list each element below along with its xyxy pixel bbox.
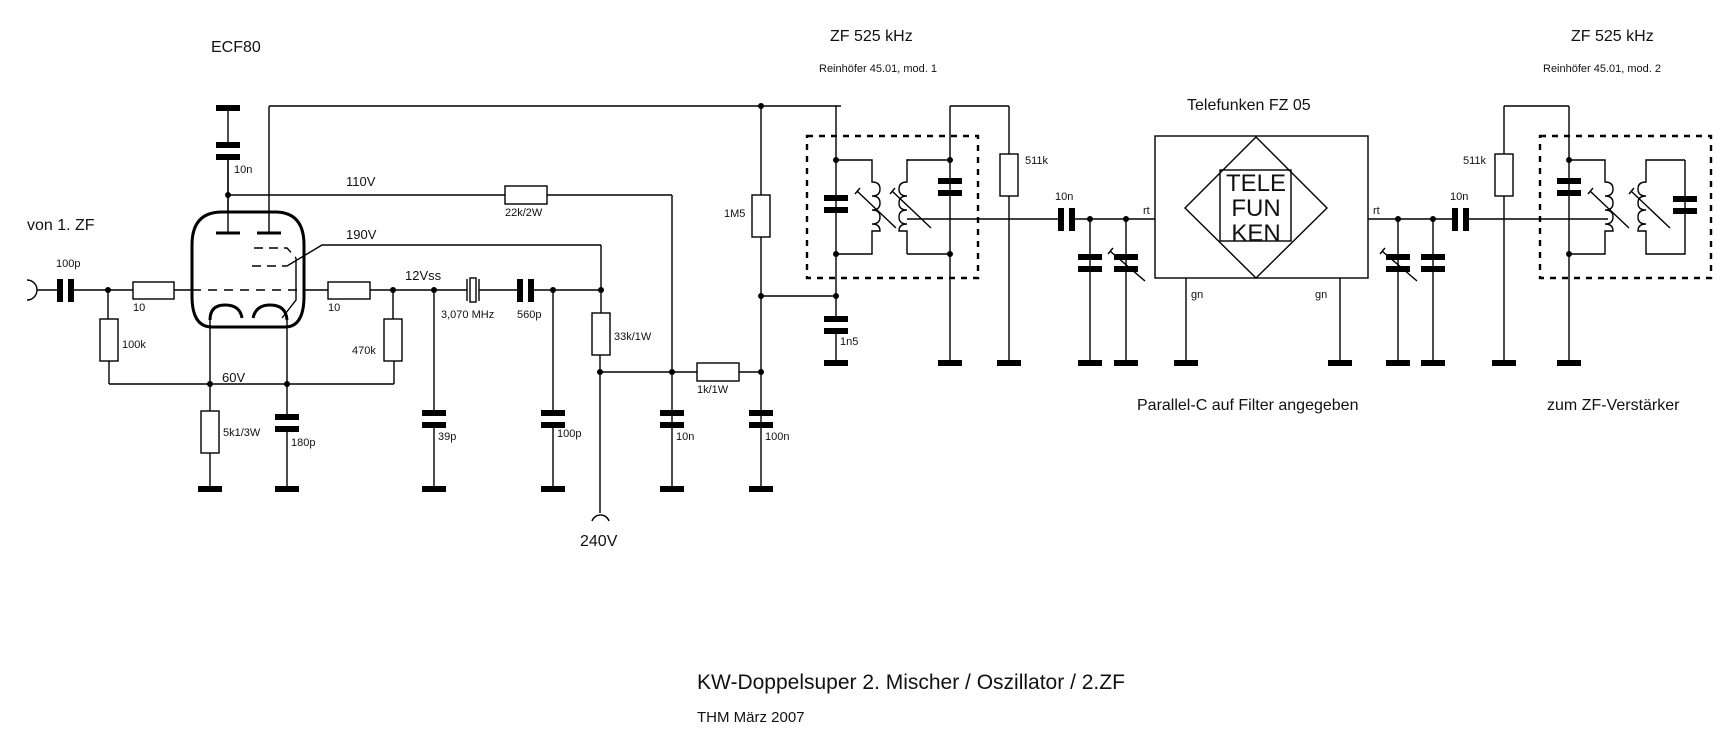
if1-title: ZF 525 kHz xyxy=(830,28,913,45)
filter-title: Telefunken FZ 05 xyxy=(1187,97,1311,114)
resistor-470k xyxy=(383,318,403,362)
ground-icon xyxy=(1421,360,1445,366)
resistor-33k xyxy=(591,312,611,356)
label-r-5k1: 5k1/3W xyxy=(223,427,261,439)
capacitor-plate xyxy=(57,279,63,302)
ground-icon xyxy=(824,360,848,366)
ground-icon xyxy=(1492,360,1516,366)
label-r-22k: 22k/2W xyxy=(505,207,543,219)
ground-icon xyxy=(198,486,222,492)
telefunken-logo-diamond xyxy=(1184,136,1328,279)
coil-icon xyxy=(836,159,881,255)
label-pin-in: rt xyxy=(1143,205,1150,217)
if2-title: ZF 525 kHz xyxy=(1571,28,1654,45)
label-pin-out: rt xyxy=(1373,205,1380,217)
input-label: von 1. ZF xyxy=(27,217,95,234)
label-c-couple-2: 10n xyxy=(1450,191,1469,203)
logo-line-3: KEN xyxy=(1231,220,1281,247)
label-r-grid: 10 xyxy=(133,302,146,314)
label-r-1k: 1k/1W xyxy=(697,384,729,396)
tube-envelope xyxy=(190,210,306,329)
label-c-100n: 100n xyxy=(765,431,790,443)
ground-icon xyxy=(1174,360,1198,366)
coil-icon xyxy=(1637,159,1686,255)
resistor-grid xyxy=(132,281,175,300)
ground-icon xyxy=(1078,360,1102,366)
resistor-100k xyxy=(99,318,119,362)
resistor-1m5 xyxy=(751,194,771,238)
voltage-190v: 190V xyxy=(346,227,377,242)
resistor-511k-1 xyxy=(999,153,1019,197)
label-gnd-left: gn xyxy=(1191,289,1204,301)
ground-icon xyxy=(1114,360,1138,366)
label-c-couple-1: 10n xyxy=(1055,191,1074,203)
label-c-180p: 180p xyxy=(291,437,316,449)
if2-subtitle: Reinhöfer 45.01, mod. 2 xyxy=(1543,63,1662,75)
logo-line-1: TELE xyxy=(1225,170,1287,197)
if1-subtitle: Reinhöfer 45.01, mod. 1 xyxy=(819,63,938,75)
resistor-511k-2 xyxy=(1494,153,1514,197)
ground-icon xyxy=(660,486,684,492)
label-r-511k-2: 511k xyxy=(1463,155,1487,167)
label-r-osc-grid: 10 xyxy=(328,302,341,314)
label-c-560p: 560p xyxy=(517,309,542,321)
output-note: zum ZF-Verstärker xyxy=(1547,397,1680,414)
label-r-33k: 33k/1W xyxy=(614,331,652,343)
coil-icon xyxy=(898,159,909,254)
label-r-470k: 470k xyxy=(352,345,376,357)
ground-icon xyxy=(275,486,299,492)
ground-icon xyxy=(216,105,240,111)
label-r-511k-1: 511k xyxy=(1025,155,1049,167)
ground-icon xyxy=(997,360,1021,366)
capacitor-plate xyxy=(68,279,74,302)
ground-icon xyxy=(938,360,962,366)
crystal-icon xyxy=(469,277,477,303)
label-r-100k: 100k xyxy=(122,339,146,351)
ground-icon xyxy=(541,486,565,492)
input-terminal-icon xyxy=(26,279,38,301)
ground-icon xyxy=(1557,360,1581,366)
label-gnd-right: gn xyxy=(1315,289,1328,301)
if-can-1 xyxy=(805,134,980,280)
ground-icon xyxy=(1386,360,1410,366)
drawing-title: KW-Doppelsuper 2. Mischer / Oszillator /… xyxy=(697,671,1125,694)
voltage-12vss: 12Vss xyxy=(405,268,442,283)
label-c-100p: 100p xyxy=(557,428,582,440)
coil-icon xyxy=(1569,159,1614,255)
if-can-2 xyxy=(1538,134,1713,280)
logo-line-2: FUN xyxy=(1231,195,1281,222)
ground-icon xyxy=(422,486,446,492)
ground-icon xyxy=(1328,360,1352,366)
label-c-1n5: 1n5 xyxy=(840,336,859,348)
voltage-60v: 60V xyxy=(222,370,246,385)
label-c-top: 10n xyxy=(234,164,253,176)
telefunken-logo-text: TELE FUN KEN xyxy=(1211,171,1301,246)
supply-voltage-label: 240V xyxy=(580,533,618,550)
resistor-1k xyxy=(696,362,740,382)
label-c-in: 100p xyxy=(56,258,81,270)
supply-terminal-icon xyxy=(591,514,610,522)
resistor-5k1 xyxy=(200,410,220,454)
resistor-22k xyxy=(504,185,548,205)
filter-note: Parallel-C auf Filter angegeben xyxy=(1137,397,1359,414)
label-r-1m5: 1M5 xyxy=(724,208,746,220)
ceramic-filter-block xyxy=(1154,135,1369,279)
label-c-10n-dec: 10n xyxy=(676,431,695,443)
voltage-110v: 110V xyxy=(346,174,376,189)
resistor-osc-grid xyxy=(327,281,371,300)
ground-icon xyxy=(749,486,773,492)
tube-type-label: ECF80 xyxy=(211,39,261,56)
label-crystal: 3,070 MHz xyxy=(441,309,495,321)
label-c-39p: 39p xyxy=(438,431,457,443)
drawing-author-date: THM März 2007 xyxy=(697,709,805,726)
